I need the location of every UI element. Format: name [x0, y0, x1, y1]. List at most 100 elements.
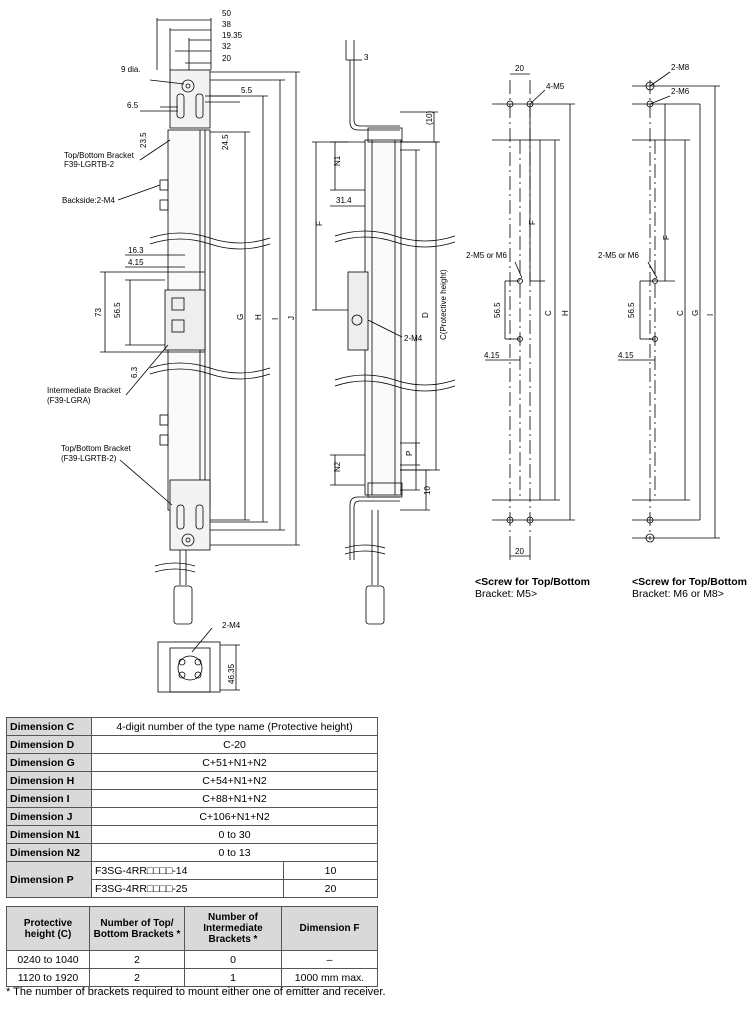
- screw2-m6: 2-M6: [671, 87, 690, 96]
- row-d-label: Dimension D: [6, 735, 92, 754]
- screw-caption-2-title: <Screw for Top/Bottom: [632, 576, 748, 588]
- dim-32: 32: [222, 42, 231, 51]
- dim-16-3: 16.3: [128, 246, 144, 255]
- row-p-model-1: F3SG-4RR□□□□-14: [91, 861, 284, 880]
- bracket-table: Protective height (C) Number of Top/ Bot…: [6, 906, 378, 987]
- row-d-value: C-20: [91, 735, 378, 754]
- screw1-m5: 4-M5: [546, 82, 565, 91]
- bracket-row2-top-bottom: 2: [89, 968, 185, 987]
- bracket-header-dim-f: Dimension F: [281, 906, 378, 951]
- row-n1-label: Dimension N1: [6, 825, 92, 844]
- screw-caption-1-title: <Screw for Top/Bottom: [475, 576, 591, 588]
- callout-intermediate-model: (F39-LGRA): [47, 396, 91, 405]
- dim-56-5: 56.5: [113, 302, 122, 318]
- row-g-value: C+51+N1+N2: [91, 753, 378, 772]
- dim-i: I: [271, 318, 280, 320]
- row-p-value-1: 10: [283, 861, 378, 880]
- row-i-label: Dimension I: [6, 789, 92, 808]
- bracket-header-intermediate: Number of Intermediate Brackets *: [184, 906, 282, 951]
- callout-bottom-bracket-model: (F39-LGRTB-2): [61, 454, 117, 463]
- screw1-56-5: 56.5: [493, 302, 502, 318]
- row-c-value: 4-digit number of the type name (Protect…: [91, 717, 378, 736]
- row-p-model-2: F3SG-4RR□□□□-25: [91, 879, 284, 898]
- dim-n2: N2: [333, 461, 342, 472]
- dim-10-top: (10): [425, 110, 434, 125]
- screw-caption-2: <Screw for Top/Bottom Bracket: M6 or M8>: [632, 576, 747, 600]
- dim-j: J: [287, 316, 296, 320]
- screw1-m5m6: 2-M5 or M6: [466, 251, 507, 260]
- bracket-row2-dim-f: 1000 mm max.: [281, 968, 378, 987]
- screw2-56-5: 56.5: [627, 302, 636, 318]
- row-p-label: Dimension P: [6, 861, 92, 898]
- screw2-c: C: [676, 310, 685, 316]
- dim-50: 50: [222, 9, 231, 18]
- dim-n1: N1: [333, 155, 342, 166]
- bracket-header-top-bottom: Number of Top/ Bottom Brackets *: [89, 906, 185, 951]
- dim-c-protective: C(Protective height): [439, 269, 448, 340]
- bracket-row2-height: 1120 to 1920: [6, 968, 90, 987]
- screw1-h: H: [561, 310, 570, 316]
- dim-g: G: [236, 314, 245, 320]
- row-c-label: Dimension C: [6, 717, 92, 736]
- bracket-row1-intermediate: 0: [184, 950, 282, 969]
- screw1-c: C: [544, 310, 553, 316]
- screw2-f: F: [662, 235, 671, 240]
- footnote: * The number of brackets required to mou…: [6, 986, 386, 998]
- screw2-g: G: [691, 310, 700, 316]
- dim-6-3: 6.3: [130, 366, 139, 378]
- row-n2-value: 0 to 13: [91, 843, 378, 862]
- row-p-value-2: 20: [283, 879, 378, 898]
- dim-hole: 9 dia.: [121, 65, 141, 74]
- screw1-dim-20-bottom: 20: [515, 547, 524, 556]
- dim-f-side: F: [315, 221, 324, 226]
- screw-caption-2-sub: Bracket: M6 or M8>: [632, 588, 724, 600]
- screw1-4-15: 4.15: [484, 351, 500, 360]
- dim-23-5: 23.5: [139, 132, 148, 148]
- callout-top-bracket: Top/Bottom Bracket: [64, 151, 135, 160]
- row-g-label: Dimension G: [6, 753, 92, 772]
- callout-intermediate: Intermediate Bracket: [47, 386, 122, 395]
- screw-caption-1: <Screw for Top/Bottom Bracket: M5>: [475, 576, 590, 600]
- bracket-row1-dim-f: –: [281, 950, 378, 969]
- screw2-4-15: 4.15: [618, 351, 634, 360]
- callout-m4-side: 2-M4: [404, 334, 423, 343]
- row-h-value: C+54+N1+N2: [91, 771, 378, 790]
- dim-19-35: 19.35: [222, 31, 243, 40]
- row-n1-value: 0 to 30: [91, 825, 378, 844]
- bracket-row1-top-bottom: 2: [89, 950, 185, 969]
- screw1-dim-20-top: 20: [515, 64, 524, 73]
- row-j-value: C+106+N1+N2: [91, 807, 378, 826]
- callout-top-bracket-model: F39-LGRTB-2: [64, 160, 115, 169]
- screw1-f: F: [528, 220, 537, 225]
- dim-24-5: 24.5: [221, 134, 230, 150]
- dim-d: D: [421, 312, 430, 318]
- screw2-m5m6: 2-M5 or M6: [598, 251, 639, 260]
- dim-46-35: 46.35: [227, 663, 236, 684]
- dim-6-5: 6.5: [127, 101, 139, 110]
- dim-4-15: 4.15: [128, 258, 144, 267]
- dim-5-5: 5.5: [241, 86, 253, 95]
- dim-3: 3: [364, 53, 369, 62]
- row-j-label: Dimension J: [6, 807, 92, 826]
- bracket-row2-intermediate: 1: [184, 968, 282, 987]
- callout-m4-bottom: 2-M4: [222, 621, 241, 630]
- callout-bottom-bracket: Top/Bottom Bracket: [61, 444, 132, 453]
- row-n2-label: Dimension N2: [6, 843, 92, 862]
- row-h-label: Dimension H: [6, 771, 92, 790]
- dim-20: 20: [222, 54, 231, 63]
- dim-p: P: [405, 451, 414, 456]
- bracket-header-height: Protective height (C): [6, 906, 90, 951]
- dim-h: H: [254, 314, 263, 320]
- screw2-i: I: [706, 314, 715, 316]
- screw-caption-1-sub: Bracket: M5>: [475, 588, 538, 600]
- screw2-m8: 2-M8: [671, 63, 690, 72]
- dimension-drawing: 50 38 19.35 32 20 9 dia. 5.5 6.5 23.5 24…: [47, 9, 720, 693]
- dim-38: 38: [222, 20, 231, 29]
- dim-31-4: 31.4: [336, 196, 352, 205]
- dim-10-bottom: 10: [423, 486, 432, 495]
- callout-backside: Backside:2-M4: [62, 196, 115, 205]
- bracket-row1-height: 0240 to 1040: [6, 950, 90, 969]
- row-i-value: C+88+N1+N2: [91, 789, 378, 808]
- dim-73: 73: [94, 308, 103, 317]
